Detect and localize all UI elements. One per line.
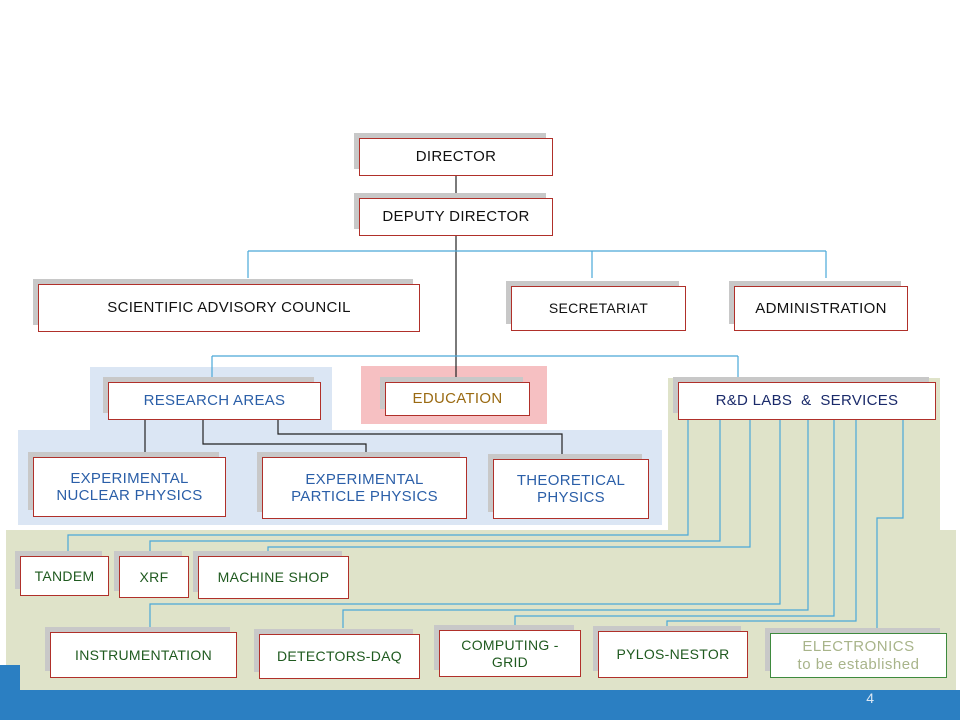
xrf-label: XRF <box>139 568 169 585</box>
tandem-box: TANDEM <box>15 551 109 596</box>
secretariat-box: SECRETARIAT <box>506 281 686 331</box>
education-box: EDUCATION <box>380 377 530 416</box>
experimental-particle-line1: EXPERIMENTAL <box>305 470 424 488</box>
experimental-particle-line2: PARTICLE PHYSICS <box>291 488 438 505</box>
footer-strip <box>0 665 20 690</box>
xrf-box: XRF <box>114 551 189 598</box>
director-box: DIRECTOR <box>354 133 553 176</box>
footer-bar <box>0 690 960 720</box>
director-label: DIRECTOR <box>415 148 497 166</box>
pylos-nestor-label: PYLOS-NESTOR <box>616 646 730 663</box>
machine-shop-label: MACHINE SHOP <box>217 569 330 586</box>
administration-box: ADMINISTRATION <box>729 281 908 331</box>
machine-shop-box: MACHINE SHOP <box>193 551 349 599</box>
electronics-line1: ELECTRONICS <box>802 638 915 656</box>
theoretical-line1: THEORETICAL <box>516 471 626 489</box>
theoretical-line2: PHYSICS <box>537 489 605 506</box>
administration-label: ADMINISTRATION <box>755 299 887 317</box>
rd-labs-label: R&D LABS & SERVICES <box>715 392 899 410</box>
deputy-director-label: DEPUTY DIRECTOR <box>382 208 530 226</box>
electronics-box: ELECTRONICS to be established <box>765 628 947 678</box>
pylos-nestor-box: PYLOS-NESTOR <box>593 626 748 678</box>
page-number: 4 <box>866 690 874 706</box>
detectors-daq-box: DETECTORS-DAQ <box>254 629 420 679</box>
scientific-advisory-council-label: SCIENTIFIC ADVISORY COUNCIL <box>107 299 351 317</box>
instrumentation-label: INSTRUMENTATION <box>75 646 212 663</box>
detectors-daq-label: DETECTORS-DAQ <box>277 648 402 665</box>
computing-grid-line2: GRID <box>491 653 529 670</box>
experimental-nuclear-physics-box: EXPERIMENTAL NUCLEAR PHYSICS <box>28 452 226 517</box>
theoretical-physics-box: THEORETICAL PHYSICS <box>488 454 649 519</box>
rd-labs-box: R&D LABS & SERVICES <box>673 377 936 420</box>
electronics-line2: to be established <box>797 655 920 673</box>
education-label: EDUCATION <box>412 390 503 408</box>
instrumentation-box: INSTRUMENTATION <box>45 627 237 678</box>
experimental-nuclear-line2: NUCLEAR PHYSICS <box>56 487 203 504</box>
tandem-label: TANDEM <box>34 567 95 584</box>
research-areas-box: RESEARCH AREAS <box>103 377 321 420</box>
computing-grid-box: COMPUTING - GRID <box>434 625 581 677</box>
experimental-nuclear-line1: EXPERIMENTAL <box>70 469 189 487</box>
scientific-advisory-council-box: SCIENTIFIC ADVISORY COUNCIL <box>33 279 420 332</box>
research-areas-label: RESEARCH AREAS <box>143 392 286 410</box>
deputy-director-box: DEPUTY DIRECTOR <box>354 193 553 236</box>
computing-grid-line1: COMPUTING - <box>461 637 559 654</box>
secretariat-label: SECRETARIAT <box>548 300 649 317</box>
experimental-particle-physics-box: EXPERIMENTAL PARTICLE PHYSICS <box>257 452 467 519</box>
